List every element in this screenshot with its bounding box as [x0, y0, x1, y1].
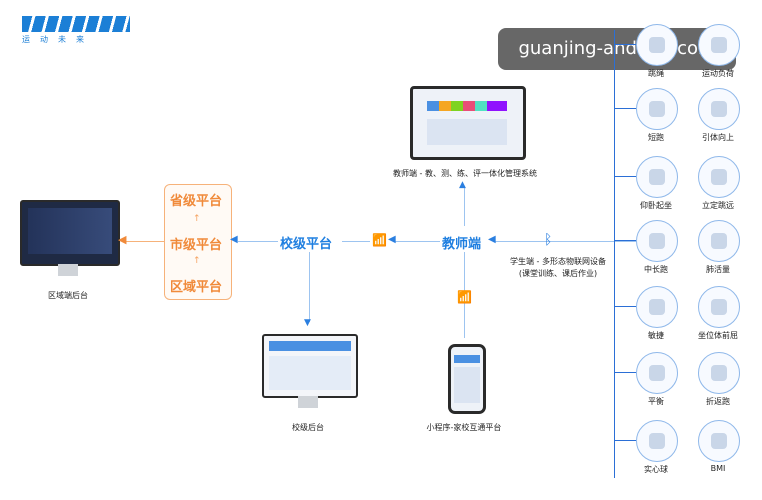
device-connector — [614, 240, 636, 241]
device-label: 中长跑 — [644, 265, 668, 274]
logo-text: 运动未来 — [22, 35, 94, 44]
caption-teacher-system: 教师端 - 教、测、练、评一体化管理系统 — [393, 169, 537, 178]
device-label: 平衡 — [648, 397, 664, 406]
sit-reach-icon — [698, 286, 740, 328]
device-label: 折返跑 — [706, 397, 730, 406]
arrow-line — [394, 241, 440, 242]
jump-mat-icon — [698, 156, 740, 198]
pullup-sensor-icon — [698, 88, 740, 130]
ball-icon — [636, 420, 678, 462]
caption-region-backend: 区域端后台 — [48, 291, 88, 300]
caption-mini-program: 小程序-家校互通平台 — [426, 423, 502, 432]
monitor-stand — [298, 396, 318, 408]
device-label: 运动负荷 — [702, 69, 734, 78]
school-backend-monitor-icon — [262, 334, 358, 398]
mini-program-phone-icon — [448, 344, 486, 414]
arrow-line — [126, 241, 164, 242]
cone-icon — [698, 352, 740, 394]
device-label: 敏捷 — [648, 331, 664, 340]
arrow-line — [464, 186, 465, 226]
wristband-icon — [636, 220, 678, 262]
device-connector — [614, 372, 636, 373]
up-arrow-icon: ▲ — [459, 180, 466, 190]
balance-icon — [636, 352, 678, 394]
device-label: 坐位体前屈 — [698, 331, 738, 340]
jump-rope-icon — [636, 24, 678, 66]
caption-school-backend: 校级后台 — [292, 423, 324, 432]
up-arrow-icon: ↑ — [193, 256, 201, 266]
device-label: 短跑 — [648, 133, 664, 142]
region-backend-monitor-icon — [20, 200, 120, 266]
student-sub-label: (课堂训练、课后作业) — [518, 269, 598, 278]
student-label: 学生端 - 多形态物联网设备 — [510, 257, 606, 266]
device-connector — [614, 176, 636, 177]
monitor-stand — [58, 264, 78, 276]
arrow-line — [309, 252, 310, 322]
device-connector — [614, 108, 636, 109]
device-label: BMI — [710, 464, 726, 473]
sensor-icon — [636, 88, 678, 130]
arrow-line — [342, 241, 370, 242]
tier-district: 区域平台 — [170, 280, 223, 295]
device-connector — [614, 44, 636, 45]
logo-mark-icon — [22, 16, 130, 32]
device-label: 肺活量 — [706, 265, 730, 274]
agility-pad-icon — [636, 286, 678, 328]
node-teacher: 教师端 — [442, 237, 482, 252]
arrow-line — [464, 252, 465, 338]
left-arrow-icon: ◀ — [230, 234, 238, 245]
tier-city: 市级平台 — [170, 238, 223, 253]
device-connector — [614, 440, 636, 441]
device-label: 仰卧起坐 — [640, 201, 672, 210]
tier-province: 省级平台 — [170, 194, 223, 209]
left-arrow-icon: ◀ — [388, 234, 396, 245]
brand-logo: 运动未来 — [22, 16, 132, 50]
device-label: 跳绳 — [648, 69, 664, 78]
heart-band-icon — [698, 24, 740, 66]
spirometer-icon — [698, 220, 740, 262]
device-connector — [614, 306, 636, 307]
wifi-icon: 📶 — [457, 290, 472, 304]
wifi-icon: 📶 — [372, 233, 387, 247]
device-label: 实心球 — [644, 465, 668, 474]
arrow-line — [494, 241, 636, 242]
node-school-platform: 校级平台 — [280, 237, 333, 252]
tier-box — [164, 184, 232, 300]
device-label: 引体向上 — [702, 133, 734, 142]
teacher-tablet-icon — [410, 86, 526, 160]
height-scale-icon — [698, 420, 740, 462]
left-arrow-icon: ◀ — [488, 234, 496, 245]
situp-mat-icon — [636, 156, 678, 198]
left-arrow-icon: ◀ — [118, 233, 127, 246]
up-arrow-icon: ↑ — [193, 214, 201, 224]
device-label: 立定跳远 — [702, 201, 734, 210]
down-arrow-icon: ▼ — [304, 318, 311, 328]
arrow-line — [238, 241, 278, 242]
bluetooth-icon: ᛒ — [544, 232, 553, 248]
device-bus-line — [614, 30, 615, 478]
